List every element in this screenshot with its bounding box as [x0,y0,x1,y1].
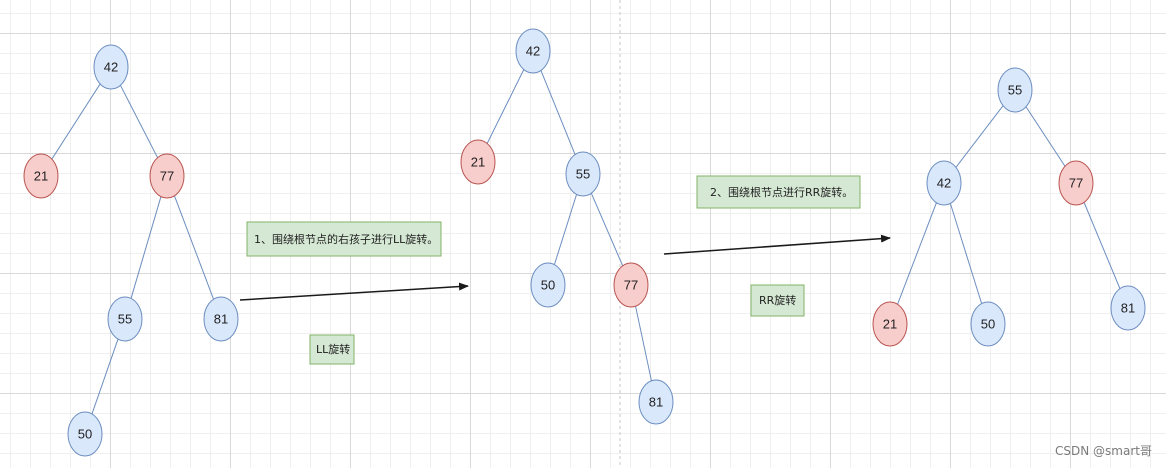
transition-arrow-ll [239,282,469,301]
tree-node-label: 21 [34,169,48,184]
tree-edge-n42-n21 [897,202,937,305]
tree-node-81: 81 [1110,285,1146,331]
tree-node-circle [107,296,143,342]
tree-node-label: 55 [576,167,590,182]
tree-node-55: 55 [565,151,601,197]
tree-node-label: 21 [471,155,485,170]
tree-node-label: 42 [104,60,118,75]
tree-edge-n77-n55 [130,196,162,299]
tree-node-circle [872,301,908,347]
tree-edge-n42-n55 [540,70,576,155]
tree-node-50: 50 [970,301,1006,347]
tree-node-label: 77 [160,169,174,184]
tree-node-circle [93,44,129,90]
tree-node-circle [997,67,1033,113]
note-step2: 2、围绕根节点进行RR旋转。 [696,175,861,209]
tree-node-label: 42 [526,44,540,59]
tree-node-circle [1110,285,1146,331]
tree-node-label: 77 [1069,176,1083,191]
tree-node-55: 55 [107,296,143,342]
note-step1-text: 1、围绕根节点的右孩子进行LL旋转。 [254,232,438,246]
tree-node-label: 50 [78,427,92,442]
tree-edge-n77-n81 [1083,202,1121,289]
tree-node-42: 42 [515,28,551,74]
tree-edge-n77-n81 [173,195,215,300]
tree-node-label: 81 [649,395,663,410]
transition-arrow-rr [663,234,891,255]
tree-node-81: 81 [638,379,674,425]
tree-edge-n42-n21 [486,69,525,144]
tree-edge-n55-n50 [553,194,578,265]
tree-node-77: 77 [613,262,649,308]
tree-node-circle [613,262,649,308]
tree-edge-n55-n50 [91,338,119,415]
tree-node-42: 42 [93,44,129,90]
tree-node-circle [67,411,103,457]
tree-node-21: 21 [23,153,59,199]
tree-node-77: 77 [1058,160,1094,206]
tree-node-circle [460,139,496,185]
tree-edge-n77-n81 [635,306,652,381]
tree-node-circle [530,262,566,308]
tree-node-label: 50 [541,278,555,293]
tree-node-circle [565,151,601,197]
tree-node-21: 21 [872,301,908,347]
tree-node-circle [515,28,551,74]
tree-node-circle [203,296,239,342]
note-ll-label: LL旋转 [309,334,355,365]
tree-node-label: 50 [981,317,995,332]
tree-node-21: 21 [460,139,496,185]
note-rr-label: RR旋转 [750,284,805,317]
tree-node-42: 42 [926,160,962,206]
note-ll-label-text: LL旋转 [316,342,350,356]
tree-node-77: 77 [149,153,185,199]
tree-node-label: 42 [937,176,951,191]
tree-after-ll-rotation: 42 21 55 50 77 81 [460,28,674,425]
tree-node-circle [23,153,59,199]
tree-edge-n55-n77 [1025,106,1066,167]
tree-node-50: 50 [530,262,566,308]
tree-node-55: 55 [997,67,1033,113]
tree-edge-n55-n77 [590,192,624,267]
tree-edge-n42-n77 [119,85,159,158]
tree-node-circle [970,301,1006,347]
tree-node-label: 81 [1121,301,1135,316]
note-step2-text: 2、围绕根节点进行RR旋转。 [710,185,853,199]
tree-after-rr-rotation: 55 42 77 21 50 81 [872,67,1146,347]
tree-edge-n42-n50 [949,203,983,304]
tree-node-circle [926,160,962,206]
tree-node-50: 50 [67,411,103,457]
tree-node-label: 55 [1008,83,1022,98]
tree-node-circle [638,379,674,425]
tree-edge-n42-n21 [51,83,101,160]
note-rr-label-text: RR旋转 [759,293,796,307]
tree-node-circle [149,153,185,199]
tree-node-label: 77 [624,278,638,293]
tree-node-label: 81 [214,312,228,327]
tree-node-label: 55 [118,312,132,327]
tree-node-81: 81 [203,296,239,342]
watermark: CSDN @smart哥 [1055,444,1152,458]
tree-node-label: 21 [883,317,897,332]
note-step1: 1、围绕根节点的右孩子进行LL旋转。 [246,221,442,257]
tree-node-circle [1058,160,1094,206]
tree-initial: 42 21 77 55 81 50 [23,44,239,457]
tree-edge-n55-n42 [955,105,1004,168]
